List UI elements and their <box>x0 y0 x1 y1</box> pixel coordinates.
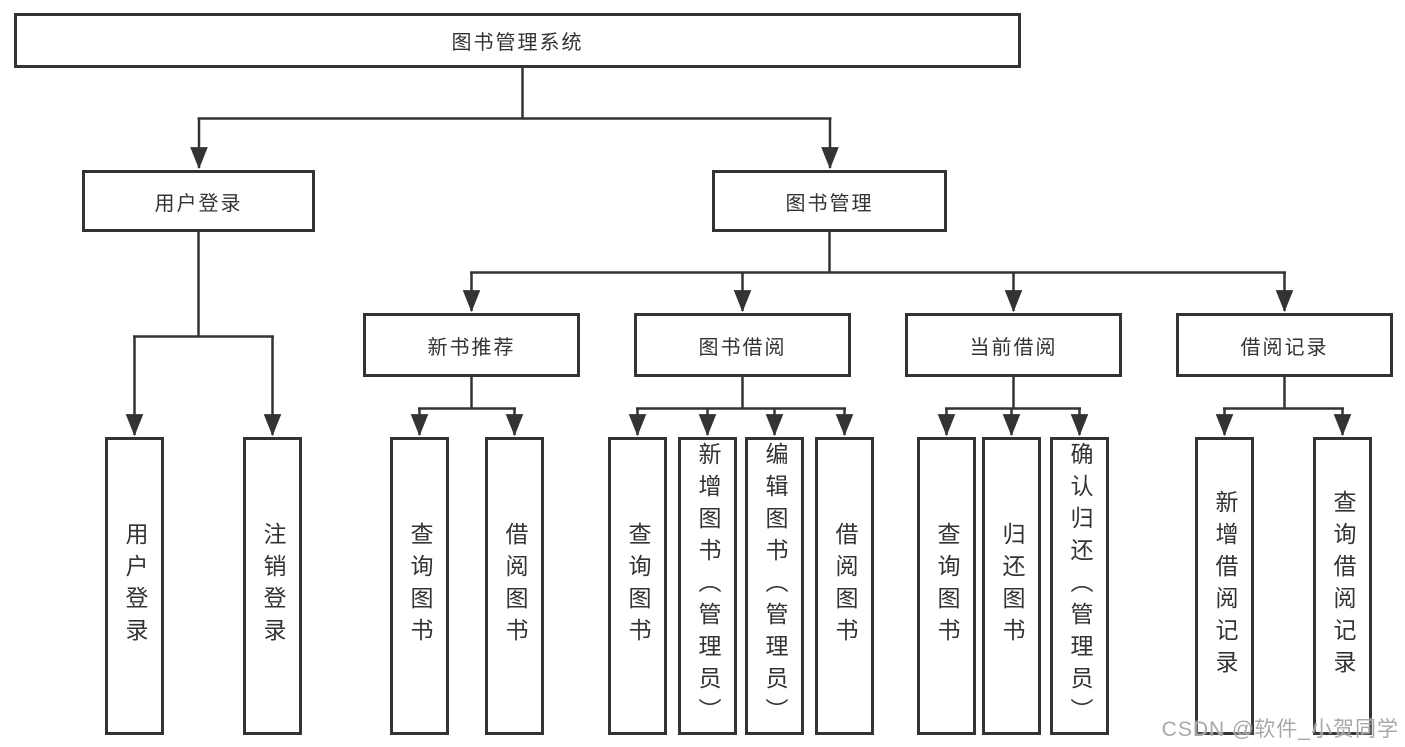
node-edit-book-admin: 编辑图书（管理员） <box>745 437 804 735</box>
node-logout: 注销登录 <box>243 437 302 735</box>
node-return-book: 归还图书 <box>982 437 1041 735</box>
node-query-books-current: 查询图书 <box>917 437 976 735</box>
node-add-borrow-record: 新增借阅记录 <box>1195 437 1254 735</box>
node-user-login-leaf: 用户登录 <box>105 437 164 735</box>
node-new-book-recommend: 新书推荐 <box>363 313 580 377</box>
node-user-login-group: 用户登录 <box>82 170 315 232</box>
node-query-borrow-record: 查询借阅记录 <box>1313 437 1372 735</box>
node-add-book-admin: 新增图书（管理员） <box>678 437 737 735</box>
node-query-books-recommend: 查询图书 <box>390 437 449 735</box>
node-book-management: 图书管理 <box>712 170 947 232</box>
node-query-books-borrow: 查询图书 <box>608 437 667 735</box>
csdn-watermark: CSDN @软件_小贺同学 <box>1161 718 1399 741</box>
node-confirm-return-admin: 确认归还（管理员） <box>1050 437 1109 735</box>
node-borrow-books-leaf: 借阅图书 <box>815 437 874 735</box>
node-root: 图书管理系统 <box>14 13 1021 68</box>
node-borrow-books-recommend: 借阅图书 <box>485 437 544 735</box>
node-borrow-records: 借阅记录 <box>1176 313 1393 377</box>
node-book-borrow: 图书借阅 <box>634 313 851 377</box>
node-current-borrow: 当前借阅 <box>905 313 1122 377</box>
